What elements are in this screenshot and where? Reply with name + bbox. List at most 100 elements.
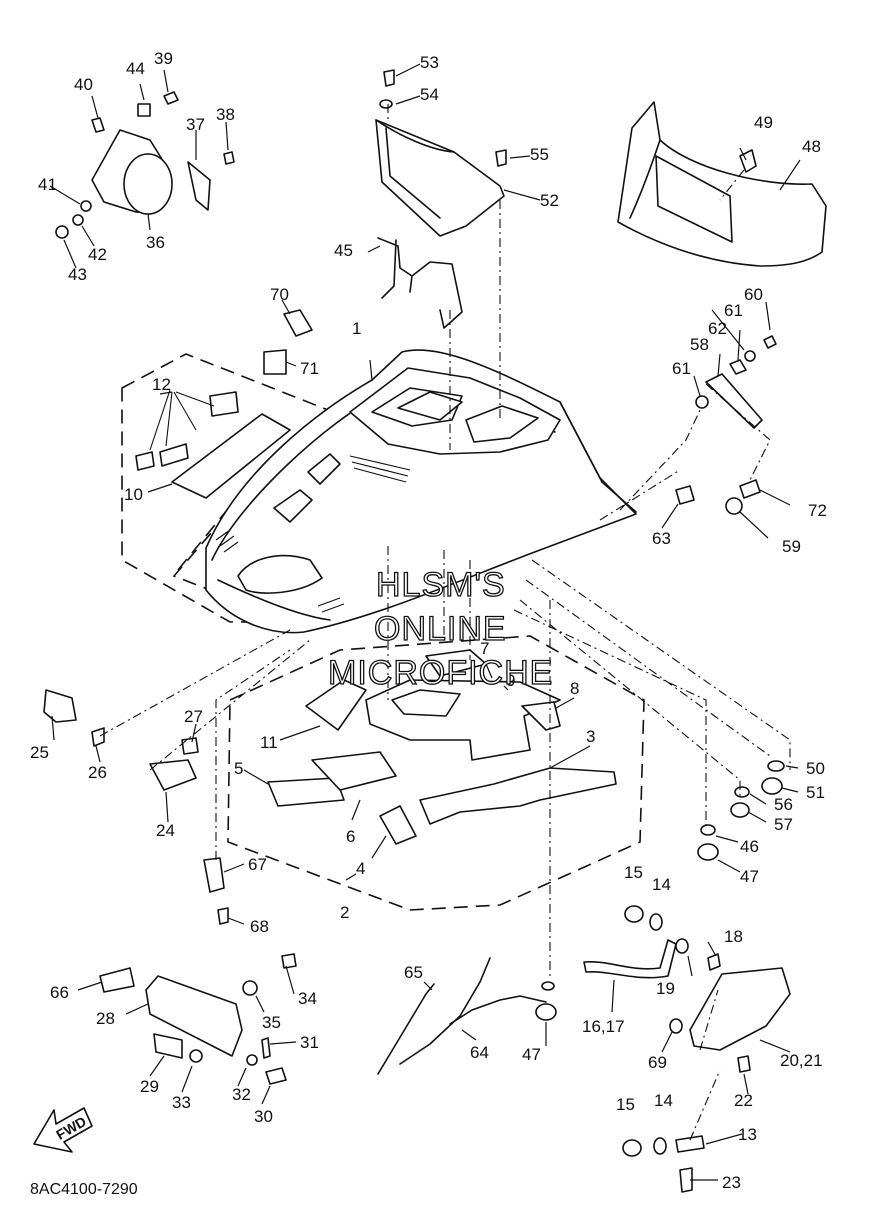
- washer-part-46: [700, 824, 716, 836]
- callout-72: 72: [808, 501, 827, 520]
- inner-panel-part-9: [365, 679, 561, 761]
- callout-10: 10: [124, 485, 143, 504]
- washer-part-61b: [744, 350, 756, 362]
- pin-part-31: [261, 1037, 271, 1059]
- callout-16-17: 16,17: [582, 1017, 625, 1036]
- screw-part-55: [495, 149, 507, 167]
- callout-62: 62: [708, 319, 727, 338]
- nut-part-27: [181, 737, 199, 755]
- callout-30: 30: [254, 1107, 273, 1126]
- callout-14a: 14: [652, 875, 671, 894]
- bolt-part-13: [675, 1135, 705, 1153]
- bracket-part-25: [43, 689, 77, 723]
- callout-64: 64: [470, 1043, 489, 1062]
- callout-58: 58: [690, 335, 709, 354]
- screw-part-40: [91, 117, 105, 133]
- callout-12: 12: [152, 375, 171, 394]
- callout-15a: 15: [624, 863, 643, 882]
- callout-5: 5: [234, 759, 243, 778]
- hood-part-1: [205, 349, 637, 634]
- cap-part-47b: [541, 981, 555, 991]
- label-part-12c: [209, 391, 239, 417]
- callout-41: 41: [38, 175, 57, 194]
- callout-2: 2: [340, 903, 349, 922]
- callout-56: 56: [774, 795, 793, 814]
- callout-63: 63: [652, 529, 671, 548]
- callout-20-21: 20,21: [780, 1051, 823, 1070]
- callout-3: 3: [586, 727, 595, 746]
- callout-34: 34: [298, 989, 317, 1008]
- callout-49: 49: [754, 113, 773, 132]
- grommet-part-57: [730, 802, 750, 818]
- nut-part-43: [55, 225, 69, 239]
- callout-numbers: 1 2 3 4 5 6 7 8 9 10 11 12 13 14 14 15 1…: [30, 49, 827, 1192]
- assembly-line: [99, 104, 791, 1141]
- callout-50: 50: [806, 759, 825, 778]
- washer-part-56: [734, 786, 750, 798]
- watermark-line-3: MICROFICHE: [328, 654, 553, 692]
- pad-part-5: [267, 777, 345, 807]
- callout-39: 39: [154, 49, 173, 68]
- callout-38: 38: [216, 105, 235, 124]
- callout-24: 24: [156, 821, 175, 840]
- callout-59: 59: [782, 537, 801, 556]
- arm-part-58: [705, 373, 763, 429]
- bracket-part-29: [153, 1033, 183, 1059]
- nut-part-59: [725, 497, 743, 515]
- callout-14b: 14: [654, 1091, 673, 1110]
- grommet-part-47a: [697, 843, 719, 861]
- washer-part-61a: [695, 395, 709, 409]
- screw-part-23: [679, 1167, 693, 1193]
- screw-part-30: [265, 1067, 287, 1085]
- collar-part-63: [675, 485, 695, 505]
- callout-68: 68: [250, 917, 269, 936]
- washer-part-14a: [649, 913, 663, 931]
- bolt-part-18: [707, 953, 721, 971]
- grommet-part-15b: [622, 1139, 642, 1157]
- callout-45: 45: [334, 241, 353, 260]
- leader-lines: [49, 63, 801, 1181]
- callout-67: 67: [248, 855, 267, 874]
- callout-66: 66: [50, 983, 69, 1002]
- grommet-part-15a: [624, 905, 644, 923]
- cable-part-64: [399, 957, 547, 1065]
- callout-7: 7: [480, 639, 489, 658]
- callout-61a: 61: [724, 301, 743, 320]
- pad-part-8: [521, 701, 561, 731]
- washer-part-41: [80, 200, 92, 212]
- callout-70: 70: [270, 285, 289, 304]
- callout-32: 32: [232, 1085, 251, 1104]
- callout-37: 37: [186, 115, 205, 134]
- callout-35: 35: [262, 1013, 281, 1032]
- label-part-66: [99, 967, 135, 993]
- screw-part-68: [217, 907, 229, 925]
- bracket-part-24: [149, 759, 197, 791]
- clip-part-37: [187, 161, 211, 211]
- group-outline-12: [121, 353, 330, 623]
- grommet-part-47b: [535, 1003, 557, 1021]
- callout-53: 53: [420, 53, 439, 72]
- callout-33: 33: [172, 1093, 191, 1112]
- callout-46: 46: [740, 837, 759, 856]
- callout-23: 23: [722, 1173, 741, 1192]
- callout-43: 43: [68, 265, 87, 284]
- pad-part-11: [305, 679, 367, 731]
- washer-part-50: [767, 760, 785, 772]
- callout-51: 51: [806, 783, 825, 802]
- callout-44: 44: [126, 59, 145, 78]
- callout-52: 52: [540, 191, 559, 210]
- spring-part-65: [377, 983, 435, 1075]
- windshield-part-48: [617, 101, 827, 267]
- pad-part-6: [311, 751, 397, 791]
- callout-28: 28: [96, 1009, 115, 1028]
- callout-36: 36: [146, 233, 165, 252]
- callout-57: 57: [774, 815, 793, 834]
- watermark-line-1: HLSM'S: [376, 566, 506, 604]
- screw-part-34: [281, 953, 297, 969]
- bolt-part-39: [163, 91, 179, 105]
- callout-48: 48: [802, 137, 821, 156]
- clamp-part-67: [203, 857, 225, 893]
- pad-part-4: [379, 805, 417, 845]
- nut-part-44: [137, 103, 151, 117]
